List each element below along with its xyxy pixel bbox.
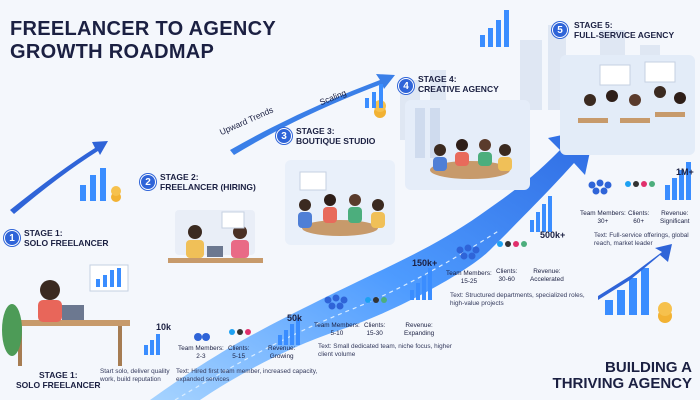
- stage4-revenue-label: Revenue:: [533, 268, 561, 275]
- title-line-2: GROWTH ROADMAP: [10, 41, 215, 63]
- footer-line-1: BUILDING A: [605, 359, 692, 376]
- stage2-revenue-stat: Revenue: Growing: [268, 345, 295, 360]
- trend-arrow: [230, 74, 395, 155]
- stage5-number-badge: 5: [552, 22, 568, 38]
- stage3-clients-stat: Clients: 15-30: [364, 322, 385, 337]
- stage4-heading-line-1: STAGE 4:: [418, 74, 457, 84]
- stage4-team-label: Team Members:: [446, 270, 492, 277]
- stage3-team-label: Team Members:: [314, 322, 360, 329]
- growth-road-arrow: [150, 128, 595, 400]
- stage5-heading-line-2: FULL-SERVICE AGENCY: [574, 30, 675, 40]
- stage2-revenue-label: Revenue:: [268, 345, 296, 352]
- stage4-revenue-status: Accelerated: [530, 275, 564, 283]
- page-title: FREELANCER TO AGENCY GROWTH ROADMAP: [10, 18, 276, 64]
- stage5-revenue-stat: Revenue: Significant: [660, 210, 690, 225]
- stage3-team-stat: Team Members: 5-10: [314, 322, 360, 337]
- stage4-heading: STAGE 4: CREATIVE AGENCY: [418, 74, 499, 94]
- stage4-agency-illustration: [405, 100, 530, 190]
- stage2-heading-line-1: STAGE 2:: [160, 172, 199, 182]
- stage5-heading: STAGE 5: FULL-SERVICE AGENCY: [574, 20, 674, 40]
- footer-chart: [598, 244, 672, 323]
- stage2-clients-label: Clients:: [228, 345, 250, 352]
- footer-tagline: BUILDING A THRIVING AGENCY: [553, 360, 692, 392]
- stage4-clients-value: 30-60: [498, 275, 515, 283]
- stage2-clients-value: 5-15: [232, 352, 246, 360]
- stage1-description: Start solo, deliver quality work, build …: [100, 368, 170, 383]
- stage5-clients-value: 60+: [633, 217, 645, 225]
- stage1-number-badge: 1: [4, 230, 20, 246]
- stage1-heading-line-1: STAGE 1:: [24, 228, 63, 238]
- stage2-team-label: Team Members:: [178, 345, 224, 352]
- stage1-caption: STAGE 1: SOLO FREELANCER: [16, 370, 101, 390]
- stage3-revenue-label: Revenue:: [405, 322, 433, 329]
- stage3-clients-value: 15-30: [366, 329, 383, 337]
- stage3-clients-label: Clients:: [364, 322, 386, 329]
- stage5-team-value: 30+: [597, 217, 609, 225]
- revenue-bars: [144, 162, 691, 355]
- team-icons: [194, 179, 612, 341]
- stage2-heading-line-2: FREELANCER (HIRING): [160, 182, 256, 192]
- stage3-heading-line-1: STAGE 3:: [296, 126, 335, 136]
- stage3-revenue-status: Expanding: [404, 329, 435, 337]
- stage5-chart: [480, 10, 509, 47]
- stage5-heading-line-1: STAGE 5:: [574, 20, 613, 30]
- stage2-revenue: 50k: [287, 313, 303, 323]
- stage3-studio-illustration: [285, 160, 395, 245]
- stage2-number-badge: 2: [140, 174, 156, 190]
- stage3-revenue: 150k+: [412, 258, 438, 268]
- stage4-heading-line-2: CREATIVE AGENCY: [418, 84, 499, 94]
- stage2-team-stat: Team Members: 2-3: [178, 345, 224, 360]
- stage4-team-value: 15-25: [460, 277, 478, 285]
- stage5-revenue: 1M+: [676, 167, 694, 177]
- stage5-team-label: Team Members:: [580, 210, 626, 217]
- stage4-revenue-stat: Revenue: Accelerated: [530, 268, 564, 283]
- stage5-clients-label: Clients:: [628, 210, 650, 217]
- footer-line-2: THRIVING AGENCY: [552, 375, 692, 392]
- stage4-number-badge: 4: [398, 78, 414, 94]
- stage2-team-value: 2-3: [196, 352, 206, 360]
- stage3-revenue-stat: Revenue: Expanding: [404, 322, 434, 337]
- stage2-description: Text: Hired first team member, increased…: [176, 368, 318, 383]
- stage1-revenue: 10k: [156, 322, 172, 332]
- stage4-revenue: 500k+: [540, 230, 566, 240]
- stage5-revenue-status: Significant: [660, 217, 690, 225]
- stage3-description: Text: Small dedicated team, niche focus,…: [318, 343, 452, 358]
- stage5-revenue-label: Revenue:: [661, 210, 689, 217]
- stage1-desk-illustration: [2, 264, 130, 366]
- stage2-revenue-status: Growing: [269, 352, 294, 360]
- stage3-number-badge: 3: [276, 128, 292, 144]
- stage3-heading: STAGE 3: BOUTIQUE STUDIO: [296, 126, 375, 146]
- stage2-heading: STAGE 2: FREELANCER (HIRING): [160, 172, 256, 192]
- stage3-heading-line-2: BOUTIQUE STUDIO: [296, 136, 376, 146]
- stage2-desk-illustration: [168, 210, 263, 263]
- stage1-heading: STAGE 1: SOLO FREELANCER: [24, 228, 109, 248]
- stage1-chart: [80, 168, 121, 202]
- stage1-caption-line-1: STAGE 1:: [38, 370, 78, 380]
- stage3-team-value: 5-10: [330, 329, 344, 337]
- stage2-clients-stat: Clients: 5-15: [228, 345, 249, 360]
- client-logos: [229, 181, 655, 335]
- stage4-clients-label: Clients:: [496, 268, 518, 275]
- stage1-caption-line-2: SOLO FREELANCER: [16, 380, 101, 390]
- stage1-heading-line-2: SOLO FREELANCER: [24, 238, 109, 248]
- stage4-team-stat: Team Members: 15-25: [446, 270, 492, 285]
- title-line-1: FREELANCER TO AGENCY: [10, 18, 277, 40]
- stage5-description: Text: Full-service offerings, global rea…: [594, 232, 689, 247]
- stage5-clients-stat: Clients: 60+: [628, 210, 649, 225]
- stage5-office-illustration: [560, 55, 695, 155]
- stage4-clients-stat: Clients: 30-60: [496, 268, 517, 283]
- stage4-description: Text: Structured departments, specialize…: [450, 292, 585, 307]
- stage5-team-stat: Team Members: 30+: [580, 210, 626, 225]
